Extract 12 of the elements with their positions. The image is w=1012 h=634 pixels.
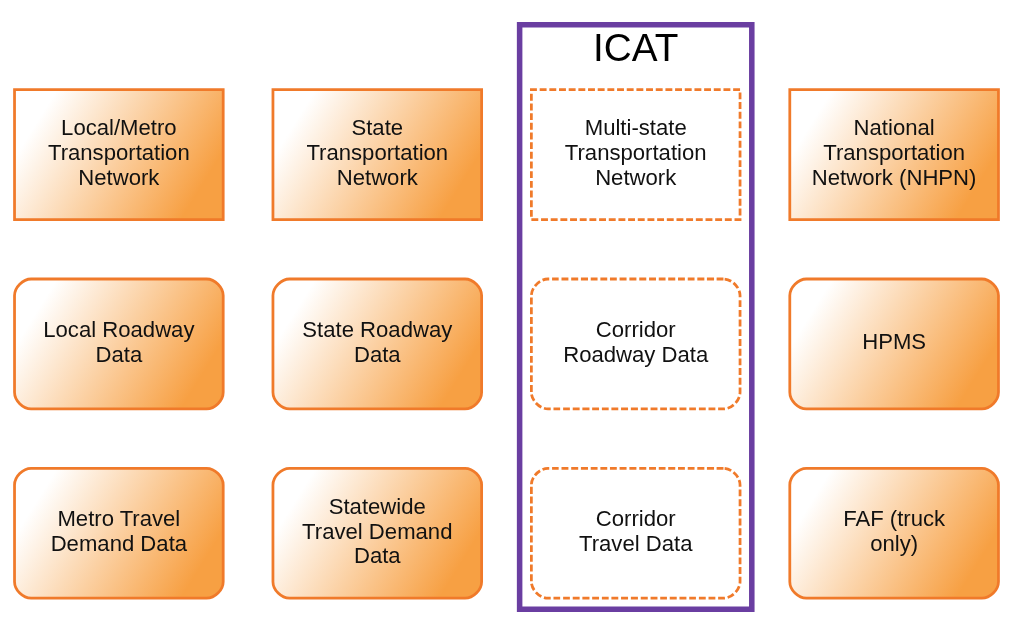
node-box: FAF (truck only) bbox=[787, 466, 1000, 600]
node-box: National Transportation Network (NHPN) bbox=[787, 88, 1000, 221]
node-box: State Transportation Network bbox=[271, 88, 483, 221]
node-box: State Roadway Data bbox=[271, 277, 483, 411]
node-box: Local Roadway Data bbox=[12, 277, 225, 411]
node-box: HPMS bbox=[787, 277, 1000, 411]
node-box: Statewide Travel Demand Data bbox=[271, 466, 483, 600]
node-box: Multi-state Transportation Network bbox=[529, 88, 741, 221]
node-box: Corridor Travel Data bbox=[529, 466, 741, 600]
node-box: Corridor Roadway Data bbox=[529, 277, 741, 411]
node-box: Local/Metro Transportation Network bbox=[12, 88, 225, 221]
node-box: Metro Travel Demand Data bbox=[12, 466, 225, 600]
